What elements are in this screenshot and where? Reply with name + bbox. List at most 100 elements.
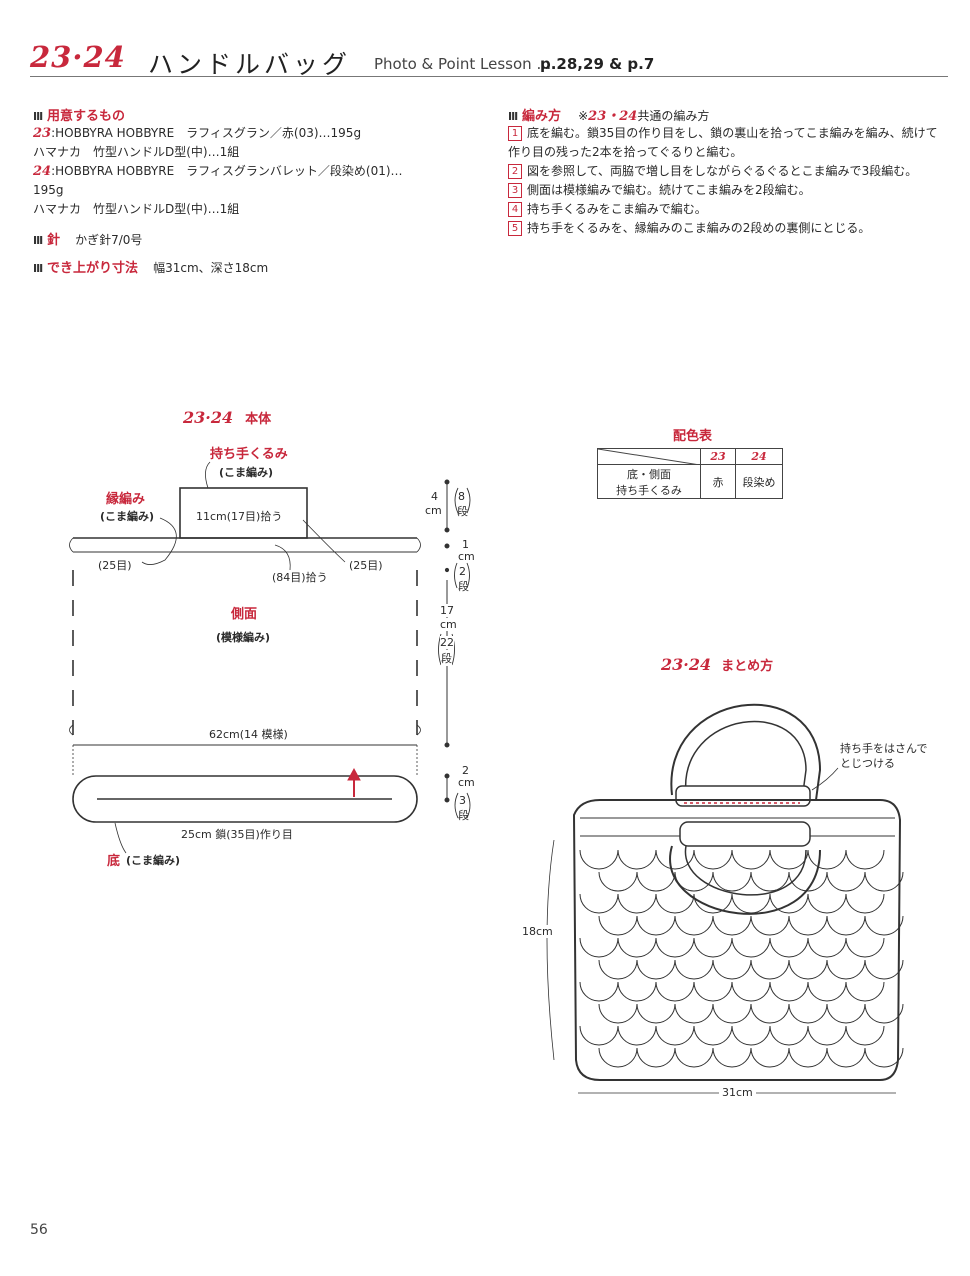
color-row-label-2: 持ち手くるみ bbox=[616, 483, 682, 497]
scale-arc bbox=[579, 981, 619, 1002]
scale-arc bbox=[636, 871, 676, 892]
scale-arc bbox=[845, 937, 885, 958]
scale-arc bbox=[598, 871, 638, 892]
scale-arc bbox=[826, 1003, 866, 1024]
scale-arc bbox=[579, 937, 619, 958]
handle-23: ハマナカ 竹型ハンドルD型(中)…1組 bbox=[33, 145, 240, 159]
scale-arc bbox=[579, 849, 619, 870]
section-marker-icon: III bbox=[33, 234, 43, 247]
scale-arc bbox=[845, 981, 885, 1002]
scale-arc bbox=[864, 915, 904, 936]
assembly-title-text: まとめ方 bbox=[721, 659, 774, 674]
scale-arc bbox=[807, 1025, 847, 1046]
section-marker-icon: III bbox=[508, 110, 518, 123]
num-24: 24 bbox=[33, 164, 52, 179]
pick-84-label: (84目)拾う bbox=[272, 571, 328, 584]
scale-arc bbox=[712, 915, 752, 936]
scale-arc bbox=[788, 871, 828, 892]
dim-2cm-value: 2 bbox=[462, 764, 469, 777]
base-chain-label: 25cm 鎖(35目)作り目 bbox=[181, 828, 293, 841]
edge-label: 縁編み bbox=[106, 492, 146, 507]
scale-arc bbox=[788, 915, 828, 936]
scale-arc bbox=[712, 1003, 752, 1024]
dim-2-rows: 2 bbox=[459, 565, 466, 578]
dim-8-rows-unit: 段 bbox=[457, 505, 468, 518]
scale-arc bbox=[617, 849, 657, 870]
scale-arc bbox=[750, 871, 790, 892]
scale-arc bbox=[845, 849, 885, 870]
scale-arc bbox=[731, 937, 771, 958]
dim-17cm-value: 17 bbox=[440, 604, 454, 617]
scale-arc bbox=[712, 959, 752, 980]
step-number: 2 bbox=[508, 164, 522, 179]
scale-arc bbox=[598, 1047, 638, 1068]
scale-arc bbox=[617, 981, 657, 1002]
scale-arc bbox=[731, 1025, 771, 1046]
color-row-label-1: 底・側面 bbox=[627, 467, 671, 481]
side-label: 側面 bbox=[231, 607, 258, 622]
scale-arc bbox=[769, 1025, 809, 1046]
scale-arc bbox=[579, 893, 619, 914]
scale-arc bbox=[693, 937, 733, 958]
scale-arc bbox=[788, 959, 828, 980]
scale-arc bbox=[769, 893, 809, 914]
lesson-reference: Photo & Point Lesson … bbox=[374, 55, 552, 73]
scale-arc bbox=[807, 981, 847, 1002]
scale-arc bbox=[731, 849, 771, 870]
scale-arc bbox=[598, 959, 638, 980]
scale-arc bbox=[731, 893, 771, 914]
scale-arc bbox=[750, 959, 790, 980]
size-section: III でき上がり寸法 幅31cm、深さ18cm bbox=[33, 257, 268, 278]
body-title-text: 本体 bbox=[245, 412, 272, 427]
color-table: 23 24 底・側面持ち手くるみ 赤 段染め bbox=[597, 448, 783, 499]
num-23: 23 bbox=[33, 126, 52, 141]
scale-arc bbox=[636, 1047, 676, 1068]
section-marker-icon: III bbox=[33, 110, 43, 123]
dim-2-rows-unit: 段 bbox=[458, 580, 469, 593]
page-title: ハンドルバッグ bbox=[148, 50, 352, 79]
scale-arc bbox=[750, 1003, 790, 1024]
work-direction-arrow bbox=[347, 767, 361, 797]
scale-arc bbox=[674, 959, 714, 980]
scale-arc bbox=[693, 849, 733, 870]
size-heading: でき上がり寸法 bbox=[47, 261, 139, 276]
step-text: 持ち手をくるみを、縁編みのこま編みの2段めの裏側にとじる。 bbox=[527, 221, 871, 235]
step-number: 5 bbox=[508, 221, 522, 236]
dim-4cm-value: 4 bbox=[431, 490, 438, 503]
color-col-23: 23 bbox=[700, 448, 736, 465]
step-text: 図を参照して、両脇で増し目をしながらぐるぐるとこま編みで3段編む。 bbox=[527, 164, 918, 178]
color-col-24: 24 bbox=[735, 448, 783, 465]
assembly-width: 31cm bbox=[719, 1086, 756, 1099]
scale-arc bbox=[864, 1047, 904, 1068]
size-value: 幅31cm、深さ18cm bbox=[153, 261, 269, 275]
scale-arc bbox=[655, 981, 695, 1002]
step-text: 作り目の残った2本を拾ってぐるりと編む。 bbox=[508, 145, 743, 159]
scale-arc bbox=[769, 849, 809, 870]
handle-wrap-label: 持ち手くるみ bbox=[210, 447, 288, 462]
page-number: 56 bbox=[30, 1222, 48, 1238]
assembly-title-nums: 23·24 bbox=[661, 655, 712, 674]
width-62-label: 62cm(14 模様) bbox=[207, 726, 290, 742]
bottom-oval-shape bbox=[72, 775, 418, 823]
assembly-title: 23·24 まとめ方 bbox=[661, 655, 773, 674]
scale-arc bbox=[864, 1003, 904, 1024]
scale-arc bbox=[845, 1025, 885, 1046]
assembly-height: 18cm bbox=[522, 925, 553, 938]
scale-arc bbox=[636, 1003, 676, 1024]
bottom-stitch: (こま編み) bbox=[126, 854, 181, 867]
section-marker-icon: III bbox=[33, 262, 43, 275]
dim-22-rows: 22 bbox=[440, 636, 454, 649]
dim-22-rows-unit: 段 bbox=[441, 650, 452, 666]
scale-arc bbox=[864, 871, 904, 892]
scale-arc bbox=[617, 893, 657, 914]
scale-arc bbox=[845, 893, 885, 914]
step-number: 3 bbox=[508, 183, 522, 198]
scale-arc bbox=[655, 937, 695, 958]
material-24: :HOBBYRA HOBBYRE ラフィスグランバレット／段染め(01)… bbox=[51, 164, 403, 178]
